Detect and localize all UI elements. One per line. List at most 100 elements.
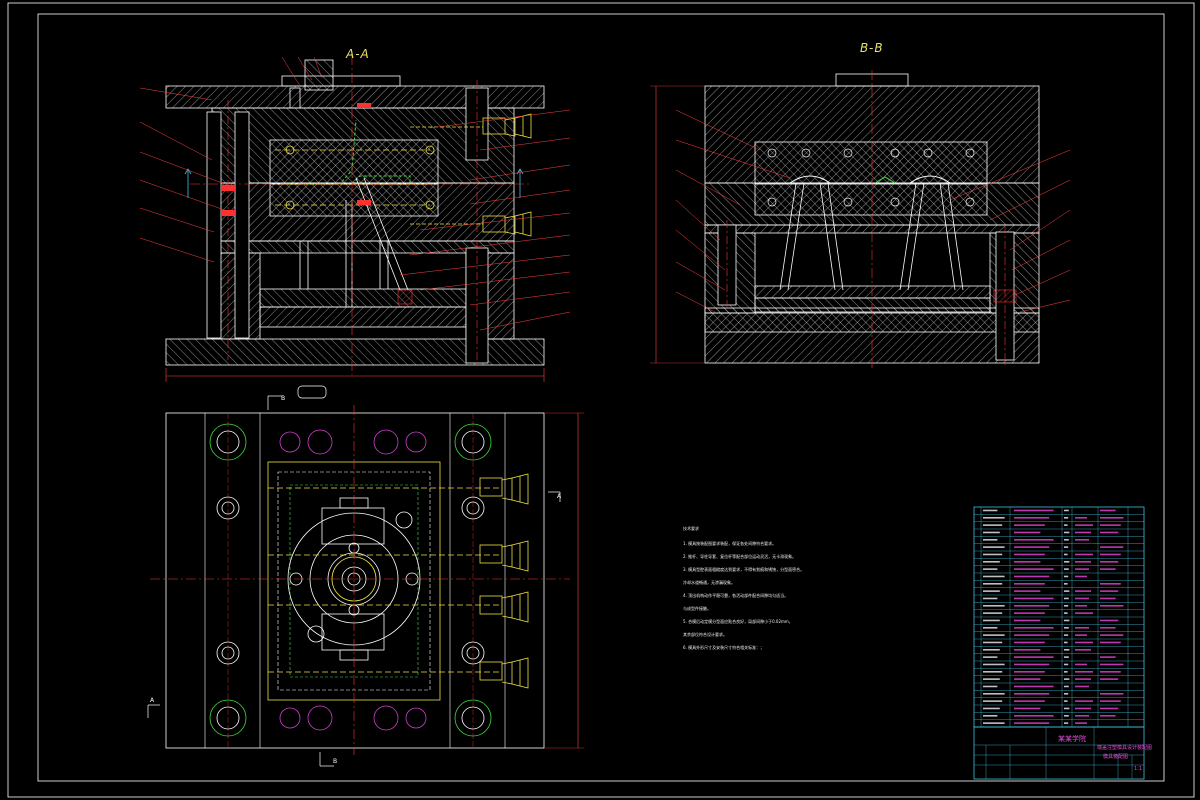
bom-cell-text: [1014, 612, 1045, 614]
bom-cell-text: [1014, 517, 1050, 519]
bom-cell-text: [1075, 561, 1091, 563]
bom-cell-text: [1100, 678, 1119, 680]
bom-cell-text: [983, 685, 998, 688]
bom-cell-text: [1064, 707, 1070, 710]
marker-b-bottom: B: [333, 758, 337, 765]
drawing-scale: 1:1: [1134, 766, 1143, 772]
bom-cell-text: [983, 678, 1000, 680]
bom-cell-text: [1064, 678, 1070, 680]
bom-cell-text: [1014, 561, 1041, 563]
bom-cell-text: [983, 531, 1000, 534]
bom-cell-text: [983, 700, 1003, 702]
bom-cell-text: [1100, 517, 1124, 519]
bom-cell-text: [1075, 524, 1093, 526]
bom-cell-text: [1014, 546, 1050, 548]
bom-cell-text: [1014, 649, 1041, 651]
bom-cell-text: [1064, 546, 1069, 548]
bom-cell-text: [1064, 553, 1068, 556]
bom-cell-text: [1064, 656, 1069, 658]
bom-cell-text: [983, 627, 998, 629]
bom-cell-text: [1075, 605, 1087, 607]
bom-cell-text: [1064, 583, 1068, 585]
bom-cell-text: [1100, 583, 1121, 585]
bom-cell-text: [983, 561, 1000, 563]
bom-cell-text: [1014, 700, 1045, 702]
bom-cell-text: [983, 649, 1000, 651]
bom-cell-text: [1075, 678, 1091, 680]
bom-cell-text: [1075, 663, 1087, 666]
bom-cell-text: [983, 568, 998, 570]
bom-cell-text: [1064, 524, 1068, 526]
bom-cell-text: [1014, 722, 1050, 724]
bom-cell-text: [1014, 663, 1050, 666]
bom-cell-text: [1014, 597, 1054, 600]
bom-cell-text: [1064, 700, 1068, 702]
bom-cell-text: [983, 597, 998, 600]
bom-cell-text: [1075, 539, 1089, 541]
bom-cell-text: [1064, 685, 1069, 688]
bom-cell-text: [1014, 671, 1045, 673]
marker-a-right: A: [557, 493, 562, 500]
bom-cell-text: [1075, 553, 1093, 556]
bom-cell-text: [983, 553, 1003, 556]
bom-cell-text: [983, 524, 1003, 526]
bom-cell-text: [1064, 612, 1068, 614]
bom-cell-text: [1014, 605, 1050, 607]
bom-cell-text: [1064, 649, 1070, 651]
bom-cell-text: [1064, 597, 1069, 600]
bom-cell-text: [1100, 627, 1116, 629]
bom-cell-text: [983, 517, 1005, 519]
bom-cell-text: [983, 656, 998, 658]
bom-cell-text: [1100, 524, 1121, 526]
outer-frame: [7, 2, 1195, 798]
bom-cell-text: [1100, 715, 1116, 717]
bom-cell-text: [1014, 627, 1054, 629]
bom-cell-text: [1100, 590, 1119, 592]
drawing-name: 端盖注塑模具设计装配图: [1097, 745, 1153, 751]
note-line: 其余部位符合设计要求。: [683, 632, 727, 637]
company-name: 某某学院: [1058, 735, 1086, 743]
bom-cell-text: [1064, 517, 1069, 519]
bom-cell-text: [1100, 700, 1121, 702]
marker-a-left: A: [150, 697, 155, 704]
note-line: 5. 合模后动定模分型面应贴合良好，局部间隙小于0.02mm，: [683, 619, 793, 624]
bom-cell-text: [1064, 531, 1070, 534]
bom-cell-text: [1075, 517, 1087, 519]
bom-cell-text: [1100, 531, 1119, 534]
bom-cell-text: [1014, 619, 1041, 622]
bom-cell-text: [1014, 568, 1054, 570]
bom-cell-text: [1064, 634, 1069, 636]
bom-cell-text: [1014, 715, 1054, 717]
marker-b-top: B: [281, 395, 285, 402]
notes-title: 技术要求: [683, 526, 699, 531]
bom-cell-text: [1064, 641, 1068, 644]
bom-cell-text: [983, 641, 1003, 644]
section-bb-view: [650, 70, 1071, 370]
bom-cell-text: [1075, 531, 1091, 534]
bom-cell-text: [983, 583, 1003, 585]
bom-table: [973, 506, 1145, 728]
bom-cell-text: [1075, 575, 1087, 578]
bom-cell-text: [983, 663, 1005, 666]
bom-cell-text: [1064, 539, 1069, 541]
bom-cell-text: [1075, 685, 1089, 688]
bom-cell-text: [1075, 597, 1089, 600]
bom-cell-text: [1075, 590, 1091, 592]
bom-cell-text: [983, 722, 1005, 724]
bom-cell-text: [1064, 575, 1069, 578]
bom-cell-text: [983, 671, 1003, 673]
bom-cell-text: [1100, 634, 1124, 636]
bom-cell-text: [1064, 509, 1069, 512]
bom-cell-text: [1100, 693, 1124, 695]
bom-cell-text: [1075, 627, 1089, 629]
bom-cell-text: [1064, 605, 1069, 607]
bom-cell-text: [1064, 715, 1069, 717]
bom-cell-text: [1014, 509, 1054, 512]
bom-cell-text: [1014, 539, 1054, 541]
plan-view: [147, 385, 584, 767]
bom-cell-text: [1014, 678, 1041, 680]
note-line: 与成型件接触。: [683, 606, 711, 611]
bom-cell-text: [983, 693, 1005, 695]
bom-cell-text: [1014, 685, 1054, 688]
